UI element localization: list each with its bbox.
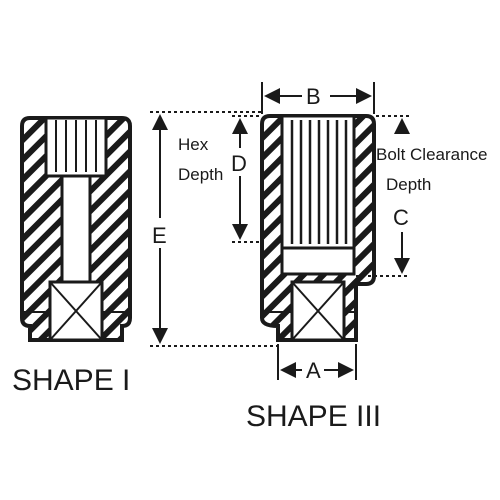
shape-3-socket xyxy=(260,114,376,342)
shape-3-spline-lines xyxy=(290,120,348,244)
hex-depth-note-line2: Depth xyxy=(178,165,223,184)
shape-1-center-bore xyxy=(60,174,92,284)
shape-3-title: SHAPE III xyxy=(246,400,381,433)
dimension-a xyxy=(277,344,357,380)
shape-1-spline-lines xyxy=(55,120,97,172)
dimension-c-label: C xyxy=(393,205,409,230)
dimension-d xyxy=(232,115,262,243)
shape-1-socket xyxy=(20,116,132,342)
dimension-a-label: A xyxy=(306,358,321,383)
bolt-clearance-note-line1: Bolt Clearance xyxy=(376,145,488,164)
dimension-e-label: E xyxy=(152,223,167,248)
dimension-b-label: B xyxy=(306,84,321,109)
dimension-b xyxy=(261,82,375,114)
dimension-d-label: D xyxy=(231,151,247,176)
dimension-e xyxy=(150,111,282,347)
shape-3-bolt-clearance xyxy=(280,246,356,276)
bolt-clearance-note-line2: Depth xyxy=(386,175,431,194)
hex-depth-note-line1: Hex xyxy=(178,135,209,154)
shape-1-title: SHAPE I xyxy=(12,364,130,397)
dimension-c xyxy=(356,115,410,277)
